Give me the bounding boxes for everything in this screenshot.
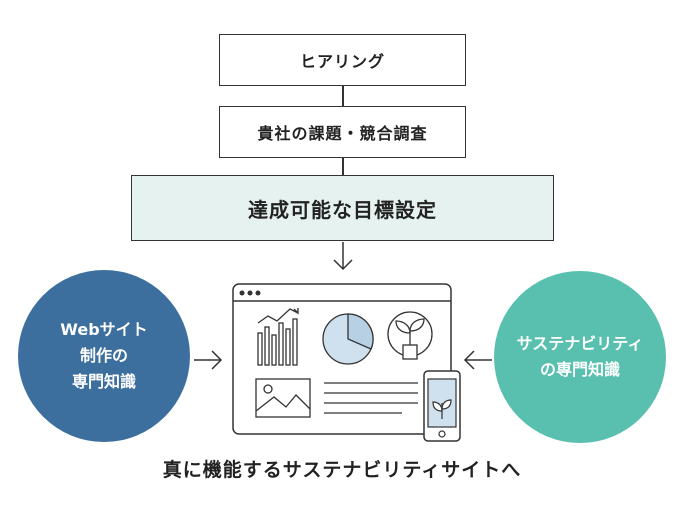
window-dot-icon [239,290,245,296]
plant-icon [387,311,433,360]
connector-line [342,158,344,175]
connector-line [342,86,344,106]
right-arrow-icon [194,350,223,370]
smartphone-icon [423,370,461,442]
pie-chart-icon [322,313,374,365]
window-dot-icon [247,290,253,296]
step-goal-setting: 達成可能な目標設定 [131,175,554,241]
text-lines [324,382,418,414]
circle-label-line: の専門知識 [539,360,620,379]
step-hearing: ヒアリング [219,34,466,86]
website-illustration [232,283,461,442]
circle-label-line: サステナビリティ [516,334,644,353]
web-expertise-circle: Webサイト 制作の 専門知識 [18,270,190,442]
bar-chart-icon [257,308,299,366]
circle-label-line: 制作の [79,346,128,365]
image-icon [255,378,311,418]
circle-label-line: 専門知識 [71,372,136,391]
step-research: 貴社の課題・競合調査 [219,106,466,158]
conclusion-text: 真に機能するサステナビリティサイトへ [162,459,522,481]
down-arrow-icon [333,242,353,271]
circle-label-line: Webサイト [60,320,148,339]
left-arrow-icon [463,350,492,370]
window-dot-icon [255,290,261,296]
sustainability-expertise-circle: サステナビリティ の専門知識 [494,271,666,443]
